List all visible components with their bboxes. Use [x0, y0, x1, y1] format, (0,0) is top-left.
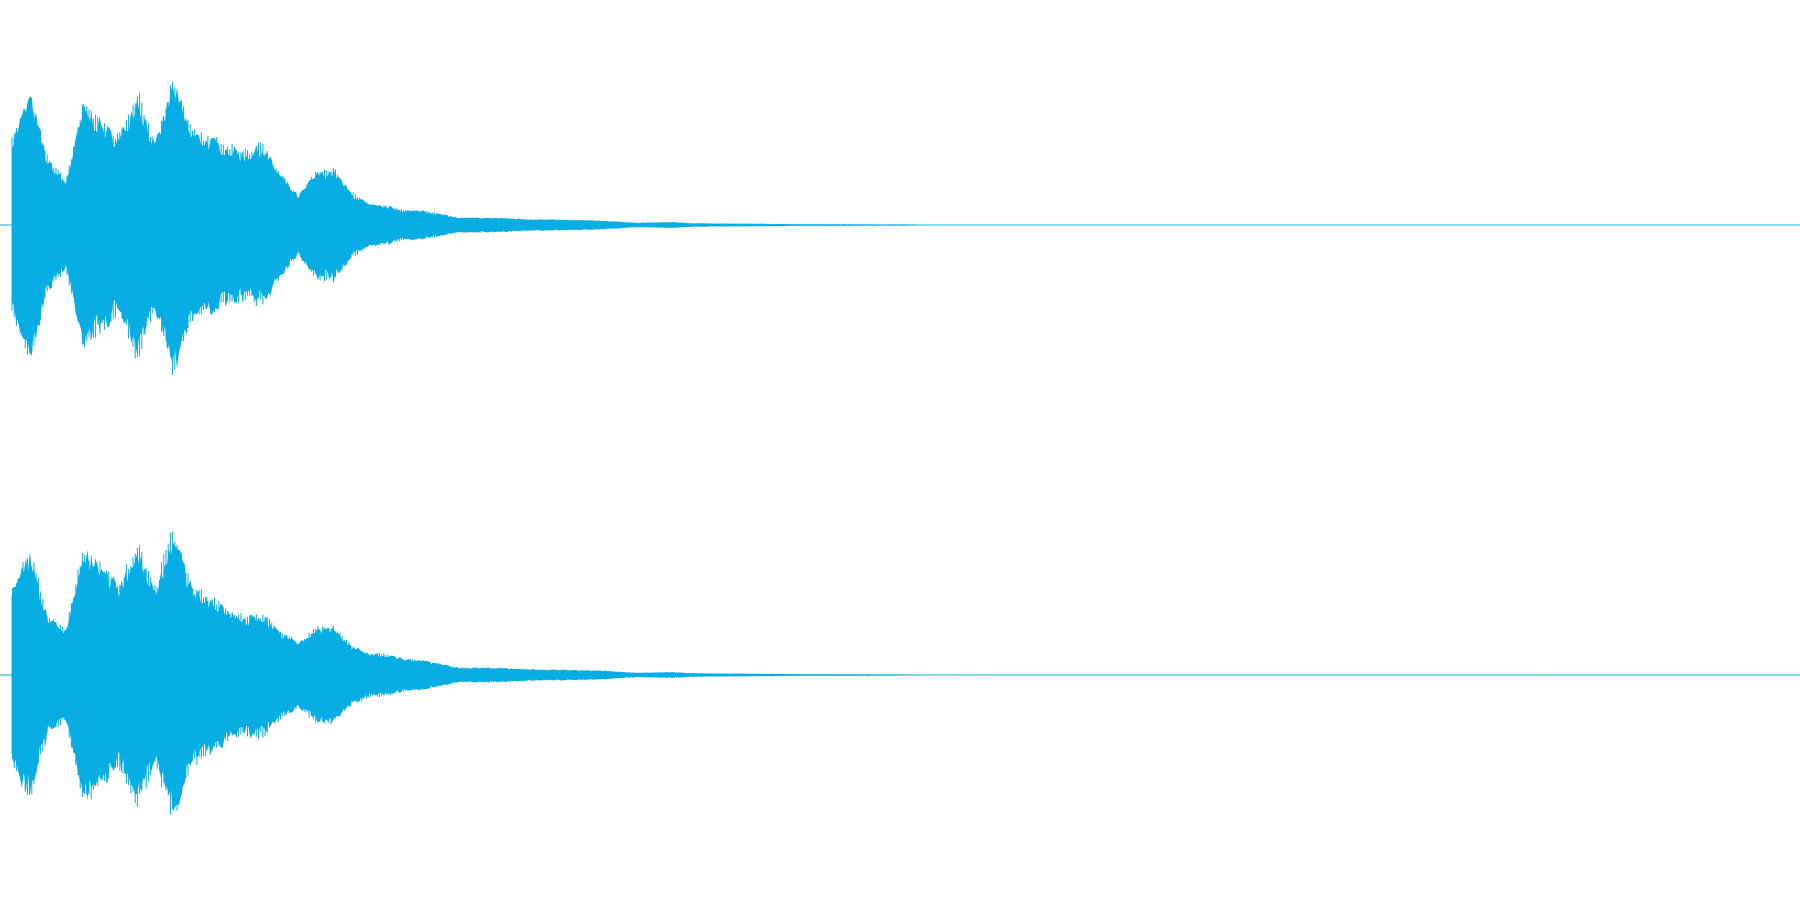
channels-group — [0, 82, 1800, 815]
channel-1-waveform — [12, 83, 1800, 369]
channel-2-waveform-detail — [11, 531, 994, 815]
channel-2-waveform — [12, 542, 1800, 812]
channel-1-waveform-detail — [11, 82, 994, 375]
